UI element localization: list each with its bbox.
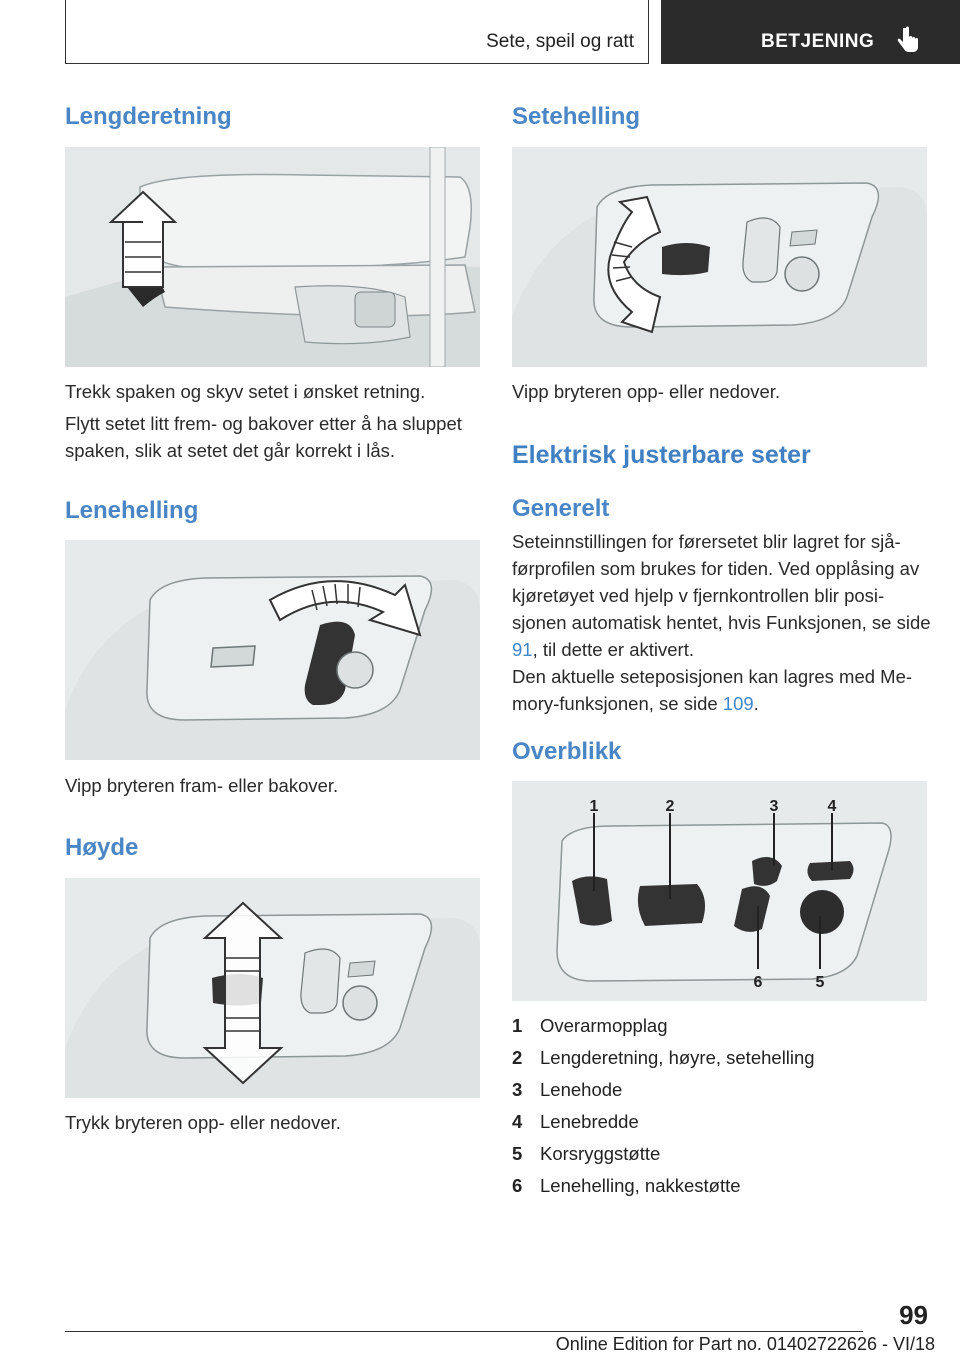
heading-lengderetning: Lengderetning (65, 103, 232, 130)
legend-item: 4 Lenebredde (512, 1108, 927, 1140)
generelt-text-2-b: . (753, 693, 759, 714)
callout-2: 2 (666, 798, 675, 815)
legend-item-label: Lengderetning, høyre, setehelling (540, 1047, 815, 1068)
footer-divider (65, 1331, 863, 1332)
lengd-text-2: Flytt setet litt frem- og bakover etter … (65, 413, 462, 461)
heading-setehelling: Setehelling (512, 103, 641, 130)
page-link-91[interactable]: 91 (512, 639, 533, 660)
lene-text: Vipp bryteren fram- eller bakover. (65, 775, 339, 796)
header-section-box: Sete, speil og ratt (65, 0, 649, 64)
legend-item-number: 1 (512, 1015, 523, 1036)
page-number: 99 (899, 1300, 928, 1330)
height-switch-illustration (65, 878, 480, 1098)
backrest-switch-illustration (65, 540, 480, 760)
generelt-text-1: Seteinnstillingen for førersetet blir la… (512, 528, 932, 663)
heading-generelt: Generelt (512, 495, 610, 522)
legend-item-number: 2 (512, 1047, 523, 1068)
seat-tilt-illustration (512, 147, 927, 367)
generelt-text-1-b: , til dette er aktivert. (532, 639, 695, 660)
overview-legend-list: 1 Overarmopplag 2 Lengderetning, høyre, se… (512, 1012, 927, 1204)
generelt-text-1-a: Seteinnstillingen for førersetet blir la… (512, 531, 931, 633)
legend-item: 1 Overarmopplag (512, 1012, 927, 1044)
generelt-text-2-a: Den aktuelle seteposisjonen kan lagres m… (512, 666, 913, 714)
heading-elektrisk-justerbare-seter: Elektrisk justerbare seter (512, 441, 811, 469)
sete-text: Vipp bryteren opp- eller nedover. (512, 381, 781, 402)
legend-item-label: Lenehelling, nakkestøtte (540, 1175, 741, 1196)
legend-item: 3 Lenehode (512, 1076, 927, 1108)
legend-item: 2 Lengderetning, høyre, setehelling (512, 1044, 927, 1076)
legend-item-number: 3 (512, 1079, 523, 1100)
callout-6: 6 (754, 974, 763, 991)
legend-item-label: Overarmopplag (540, 1015, 668, 1036)
seat-controls-overview-illustration: 1 2 3 4 5 6 (512, 781, 927, 1001)
callout-4: 4 (828, 798, 837, 815)
hand-pointer-icon (897, 26, 918, 52)
legend-item-label: Lenehode (540, 1079, 623, 1100)
header-chapter-tab: BETJENING (661, 0, 960, 64)
heading-hoyde: Høyde (65, 834, 139, 861)
legend-item: 5 Korsryggstøtte (512, 1140, 927, 1172)
legend-item-label: Korsryggstøtte (540, 1143, 661, 1164)
legend-item-number: 6 (512, 1175, 523, 1196)
hoyde-text: Trykk bryteren opp- eller nedover. (65, 1112, 341, 1133)
legend-item-label: Lenebredde (540, 1111, 639, 1132)
callout-3: 3 (770, 798, 779, 815)
legend-item-number: 4 (512, 1111, 523, 1132)
generelt-text-2: Den aktuelle seteposisjonen kan lagres m… (512, 663, 932, 717)
page-link-109[interactable]: 109 (722, 693, 754, 714)
heading-overblikk: Overblikk (512, 738, 622, 765)
header-section-title: Sete, speil og ratt (486, 31, 634, 52)
legend-item-number: 5 (512, 1143, 523, 1164)
footer-edition: Online Edition for Part no. 01402722626 … (555, 1334, 935, 1354)
heading-lenehelling: Lenehelling (65, 497, 199, 524)
callout-1: 1 (590, 798, 599, 815)
legend-item: 6 Lenehelling, nakkestøtte (512, 1172, 927, 1204)
seat-lever-illustration (65, 147, 480, 367)
lengd-text-1: Trekk spaken og skyv setet i ønsket retn… (65, 381, 426, 402)
header-chapter-title: BETJENING (761, 31, 875, 52)
callout-5: 5 (816, 974, 825, 991)
